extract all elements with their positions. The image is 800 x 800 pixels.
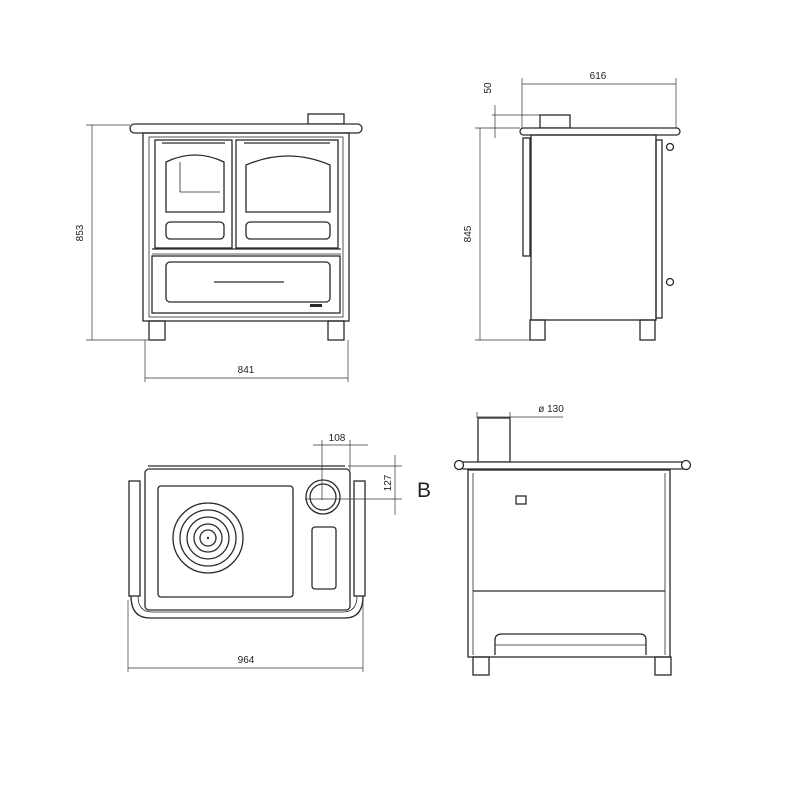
firebox-door [154, 139, 233, 249]
cooking-plate [157, 485, 294, 598]
leg [639, 319, 656, 341]
flue-collar [539, 114, 571, 129]
flue-collar [307, 113, 345, 125]
front-view: 853 841 [75, 113, 363, 382]
stove-body [142, 132, 350, 322]
drawer [151, 255, 341, 314]
leg [529, 319, 546, 341]
rating-plate [515, 495, 527, 505]
oven-door [235, 139, 339, 249]
top-plate [459, 461, 687, 470]
side-view: 616 50 845 [463, 71, 681, 341]
top-view: 108 127 B 964 [127, 433, 431, 672]
dimension-flue-diameter-label: ø 130 [538, 404, 564, 415]
dimension-flue-x-label: 108 [329, 433, 346, 444]
front-doors [655, 139, 663, 319]
back-view: ø 130 [453, 404, 692, 676]
dimension-depth-label: 616 [590, 71, 607, 82]
top-plate [129, 123, 363, 134]
top-plate [519, 127, 681, 136]
flue-outlet [305, 479, 341, 515]
side-rail [353, 480, 366, 597]
leg [327, 320, 345, 341]
dimension-height-label: 845 [463, 225, 474, 242]
side-rail [128, 480, 141, 597]
leg [472, 656, 490, 676]
flue-pipe [477, 417, 511, 463]
ash-tray [494, 633, 647, 655]
leg [654, 656, 672, 676]
back-panel [467, 469, 671, 658]
cooktop [144, 468, 351, 611]
view-label: B [417, 479, 431, 502]
hotplate-rings [172, 502, 244, 574]
stove-body [530, 134, 657, 321]
dimension-width-label: 964 [238, 655, 255, 666]
dimension-width-label: 841 [238, 365, 255, 376]
dimension-height-label: 853 [75, 224, 86, 241]
front-rail [130, 595, 364, 619]
firebox-window [165, 154, 225, 213]
water-reservoir-lid [311, 526, 337, 590]
dimension-flue-y-label: 127 [383, 474, 394, 491]
leg [148, 320, 166, 341]
dimension-flue-offset-label: 50 [483, 82, 494, 94]
oven-window [245, 155, 331, 213]
